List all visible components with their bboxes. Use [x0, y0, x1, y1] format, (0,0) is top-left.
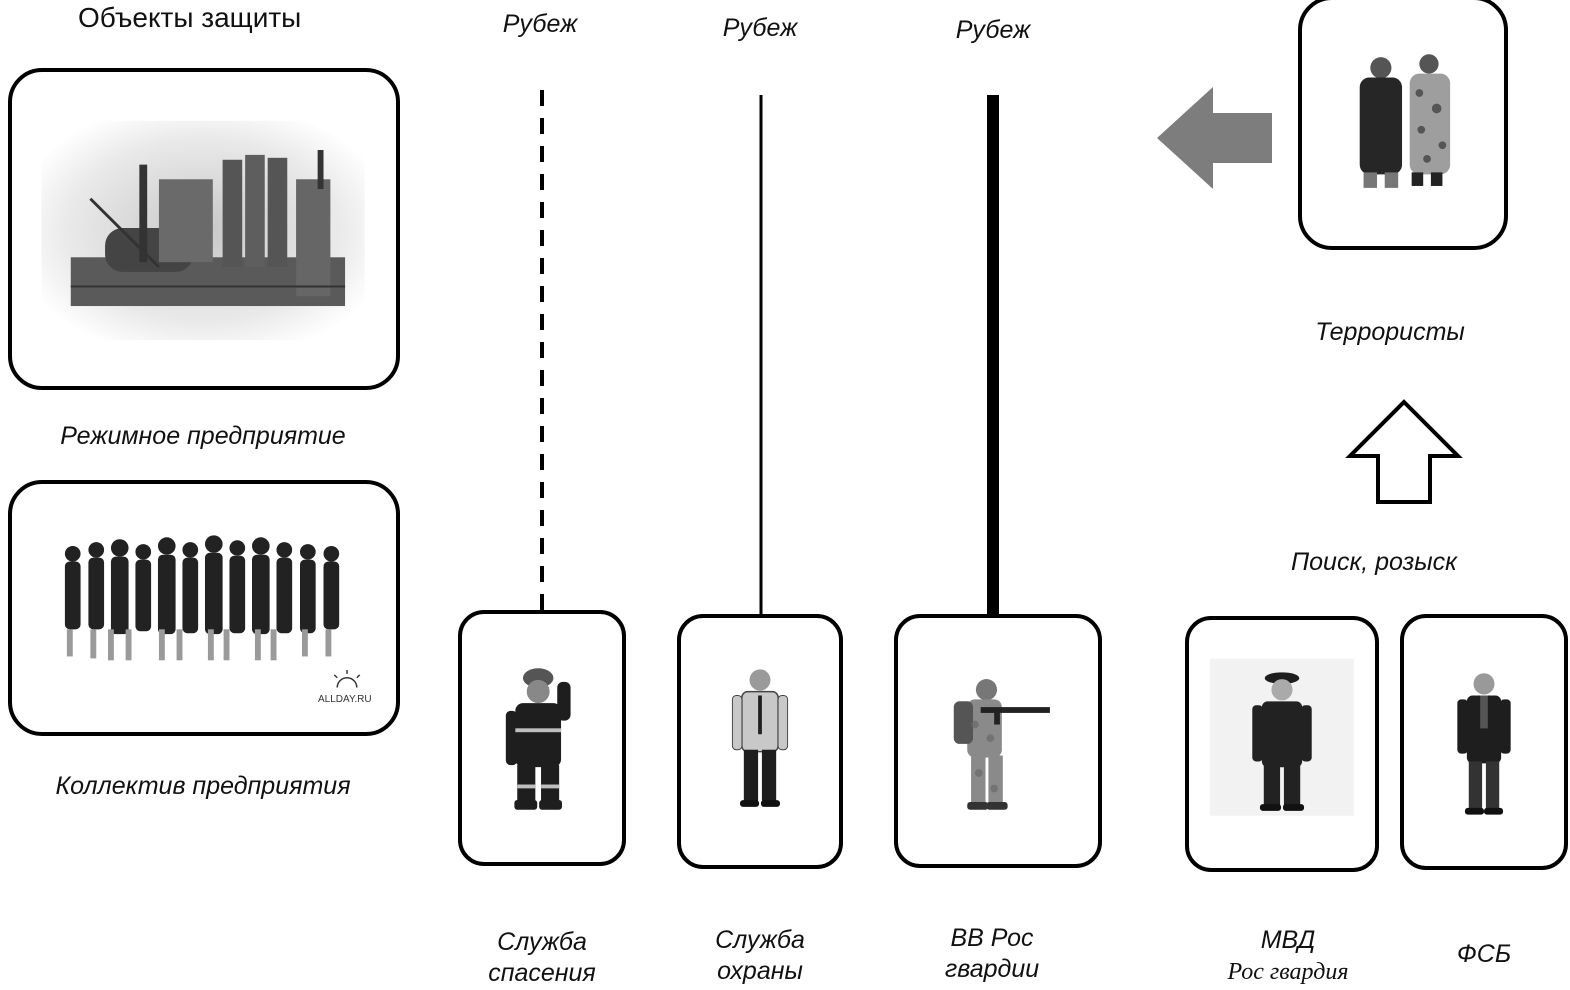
terrorists-box: [1298, 0, 1508, 250]
police-officer-icon: [1210, 658, 1354, 816]
page-title: Объекты защиты: [78, 2, 302, 33]
fsb-box: [1400, 614, 1568, 870]
sun-logo-icon: [333, 670, 361, 688]
terrorists-icon: [1359, 54, 1451, 188]
staff-caption: Коллектив предприятия: [55, 772, 351, 800]
enterprise-caption: Режимное предприятие: [60, 422, 346, 450]
firefighter-icon: [505, 668, 571, 810]
rescue-service-label-line1: Служба: [497, 928, 587, 956]
boundary-label-2: Рубеж: [722, 14, 798, 42]
terrorists-caption: Террористы: [1315, 318, 1465, 346]
agent-icon: [1457, 673, 1511, 815]
enterprise-box: [8, 68, 400, 390]
crowd-icon: [64, 535, 361, 688]
search-caption: Поиск, розыск: [1291, 548, 1457, 576]
staff-box: ALLDAY.RU: [8, 480, 400, 736]
attack-arrow-icon: [1157, 87, 1272, 189]
guard-service-label-line2: охраны: [717, 957, 803, 985]
mvd-label-line2: Рос гвардия: [1227, 959, 1349, 985]
security-guard-icon: [731, 669, 789, 807]
mvd-label-line1: МВД: [1260, 926, 1316, 954]
guard-service-label-line1: Служба: [715, 926, 805, 954]
troops-label-line2: гвардии: [944, 955, 1040, 983]
rescue-service-box: [458, 610, 626, 866]
mvd-box: [1185, 616, 1379, 872]
factory-icon: [41, 120, 365, 341]
guard-service-box: [677, 614, 843, 869]
boundary-label-1: Рубеж: [502, 10, 578, 38]
troops-box: [894, 614, 1102, 868]
troops-label-line1: ВВ Рос: [950, 924, 1034, 952]
staff-watermark: ALLDAY.RU: [318, 694, 372, 705]
soldier-icon: [953, 679, 1050, 810]
fsb-label: ФСБ: [1456, 940, 1512, 968]
search-arrow-up-icon: [1345, 399, 1463, 504]
rescue-service-label-line2: спасения: [488, 959, 596, 987]
boundary-label-3: Рубеж: [955, 16, 1031, 44]
